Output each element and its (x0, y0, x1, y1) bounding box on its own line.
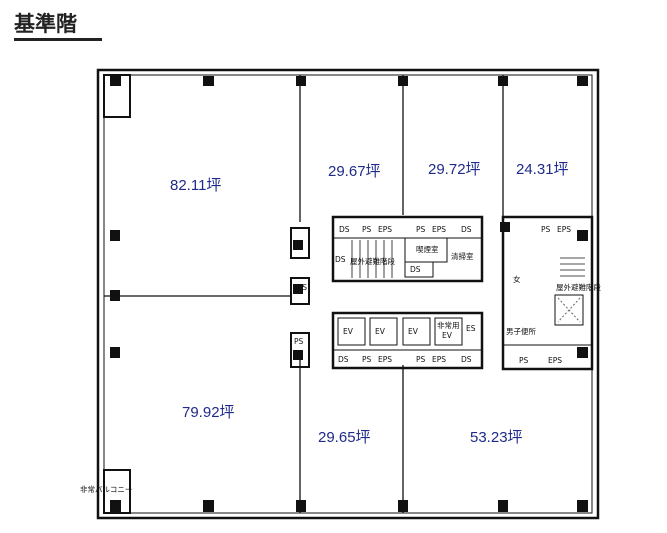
room-label: EV (442, 331, 453, 340)
room-label: EV (408, 327, 419, 336)
room-label: 男子便所 (506, 326, 536, 336)
room-label: PS (362, 225, 372, 234)
room-label: DS (338, 355, 349, 364)
partitions (104, 75, 504, 513)
room-label: DS (410, 265, 421, 274)
room-label: EPS (378, 225, 392, 234)
room-label: PS (416, 355, 426, 364)
room-label: PS (294, 337, 304, 346)
core-shafts (290, 215, 594, 371)
room-label: 清掃室 (451, 251, 474, 261)
area-labels: 82.11坪 29.67坪 29.72坪 24.31坪 79.92坪 29.65… (170, 161, 569, 446)
room-label: DS (339, 225, 350, 234)
room-label: 非常バルコニー (80, 484, 132, 494)
room-label: 女 (513, 274, 521, 284)
room-label: PS (416, 225, 426, 234)
area-29-72: 29.72坪 (428, 161, 481, 178)
room-label: EPS (557, 225, 571, 234)
area-82-11: 82.11坪 (170, 177, 221, 194)
room-label: EPS (432, 355, 446, 364)
room-label: EPS (378, 355, 392, 364)
page-title: 基準階 (14, 12, 77, 36)
area-24-31: 24.31坪 (516, 161, 569, 178)
room-label: PS (362, 355, 372, 364)
room-label: EPS (293, 283, 307, 292)
room-label: 喫煙室 (416, 244, 439, 254)
room-label: ES (466, 324, 476, 333)
room-label: PS (541, 225, 551, 234)
room-label: EPS (548, 356, 562, 365)
area-29-65: 29.65坪 (318, 429, 371, 446)
room-label: PS (519, 356, 529, 365)
room-labels: PS EPS PS DS PS EPS PS EPS DS DS 屋外避難階段 … (80, 225, 601, 494)
outer-walls (96, 68, 600, 520)
room-label: 屋外避難階段 (350, 256, 395, 266)
room-label: EV (343, 327, 354, 336)
area-29-67: 29.67坪 (328, 163, 381, 180)
area-53-23: 53.23坪 (470, 429, 523, 446)
columns (110, 76, 588, 512)
room-label: DS (335, 255, 346, 264)
room-label: 非常用 (437, 320, 460, 330)
room-label: EPS (432, 225, 446, 234)
room-label: EV (375, 327, 386, 336)
room-label: PS (294, 241, 304, 250)
room-label: DS (461, 225, 472, 234)
room-label: DS (461, 355, 472, 364)
room-label: 屋外避難階段 (556, 282, 601, 292)
title-underline (14, 38, 102, 41)
area-79-92: 79.92坪 (182, 404, 235, 421)
